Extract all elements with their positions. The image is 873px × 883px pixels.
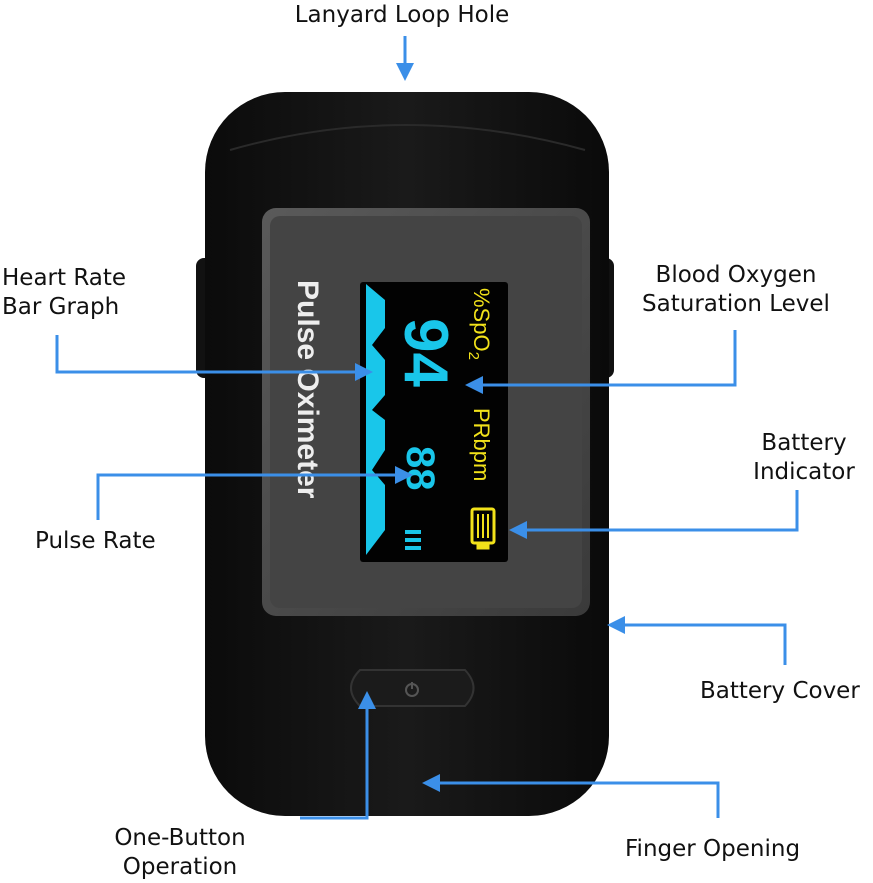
label-lanyard-loop-hole: Lanyard Loop Hole bbox=[295, 2, 510, 28]
spo2-label: %SpO2 bbox=[465, 288, 494, 360]
spo2-value: 94 bbox=[391, 318, 460, 387]
label-battery-cover: Battery Cover bbox=[700, 678, 860, 704]
label-finger-opening: Finger Opening bbox=[625, 836, 800, 862]
label-button-2: Operation bbox=[123, 854, 237, 880]
pr-value: 88 bbox=[398, 446, 442, 491]
label-battery-1: Battery bbox=[761, 430, 846, 456]
label-pulse-rate: Pulse Rate bbox=[35, 528, 156, 554]
battery-icon bbox=[470, 507, 496, 550]
power-button[interactable] bbox=[350, 669, 475, 707]
heart-rate-bar-graph bbox=[366, 284, 385, 555]
power-icon bbox=[405, 682, 419, 697]
label-spo2-1: Blood Oxygen bbox=[656, 262, 817, 288]
brand-text: Pulse Oximeter bbox=[291, 280, 324, 499]
label-button-1: One-Button bbox=[114, 825, 245, 851]
pr-label: PRbpm bbox=[469, 408, 494, 481]
label-heart-rate-1: Heart Rate bbox=[2, 265, 126, 291]
label-spo2-2: Saturation Level bbox=[642, 291, 830, 317]
label-battery-2: Indicator bbox=[753, 459, 855, 485]
callout-lines bbox=[55, 36, 799, 820]
label-heart-rate-2: Bar Graph bbox=[2, 294, 119, 320]
oled-display: %SpO2 94 PRbpm 88 bbox=[360, 282, 508, 562]
signal-bars bbox=[405, 530, 421, 550]
